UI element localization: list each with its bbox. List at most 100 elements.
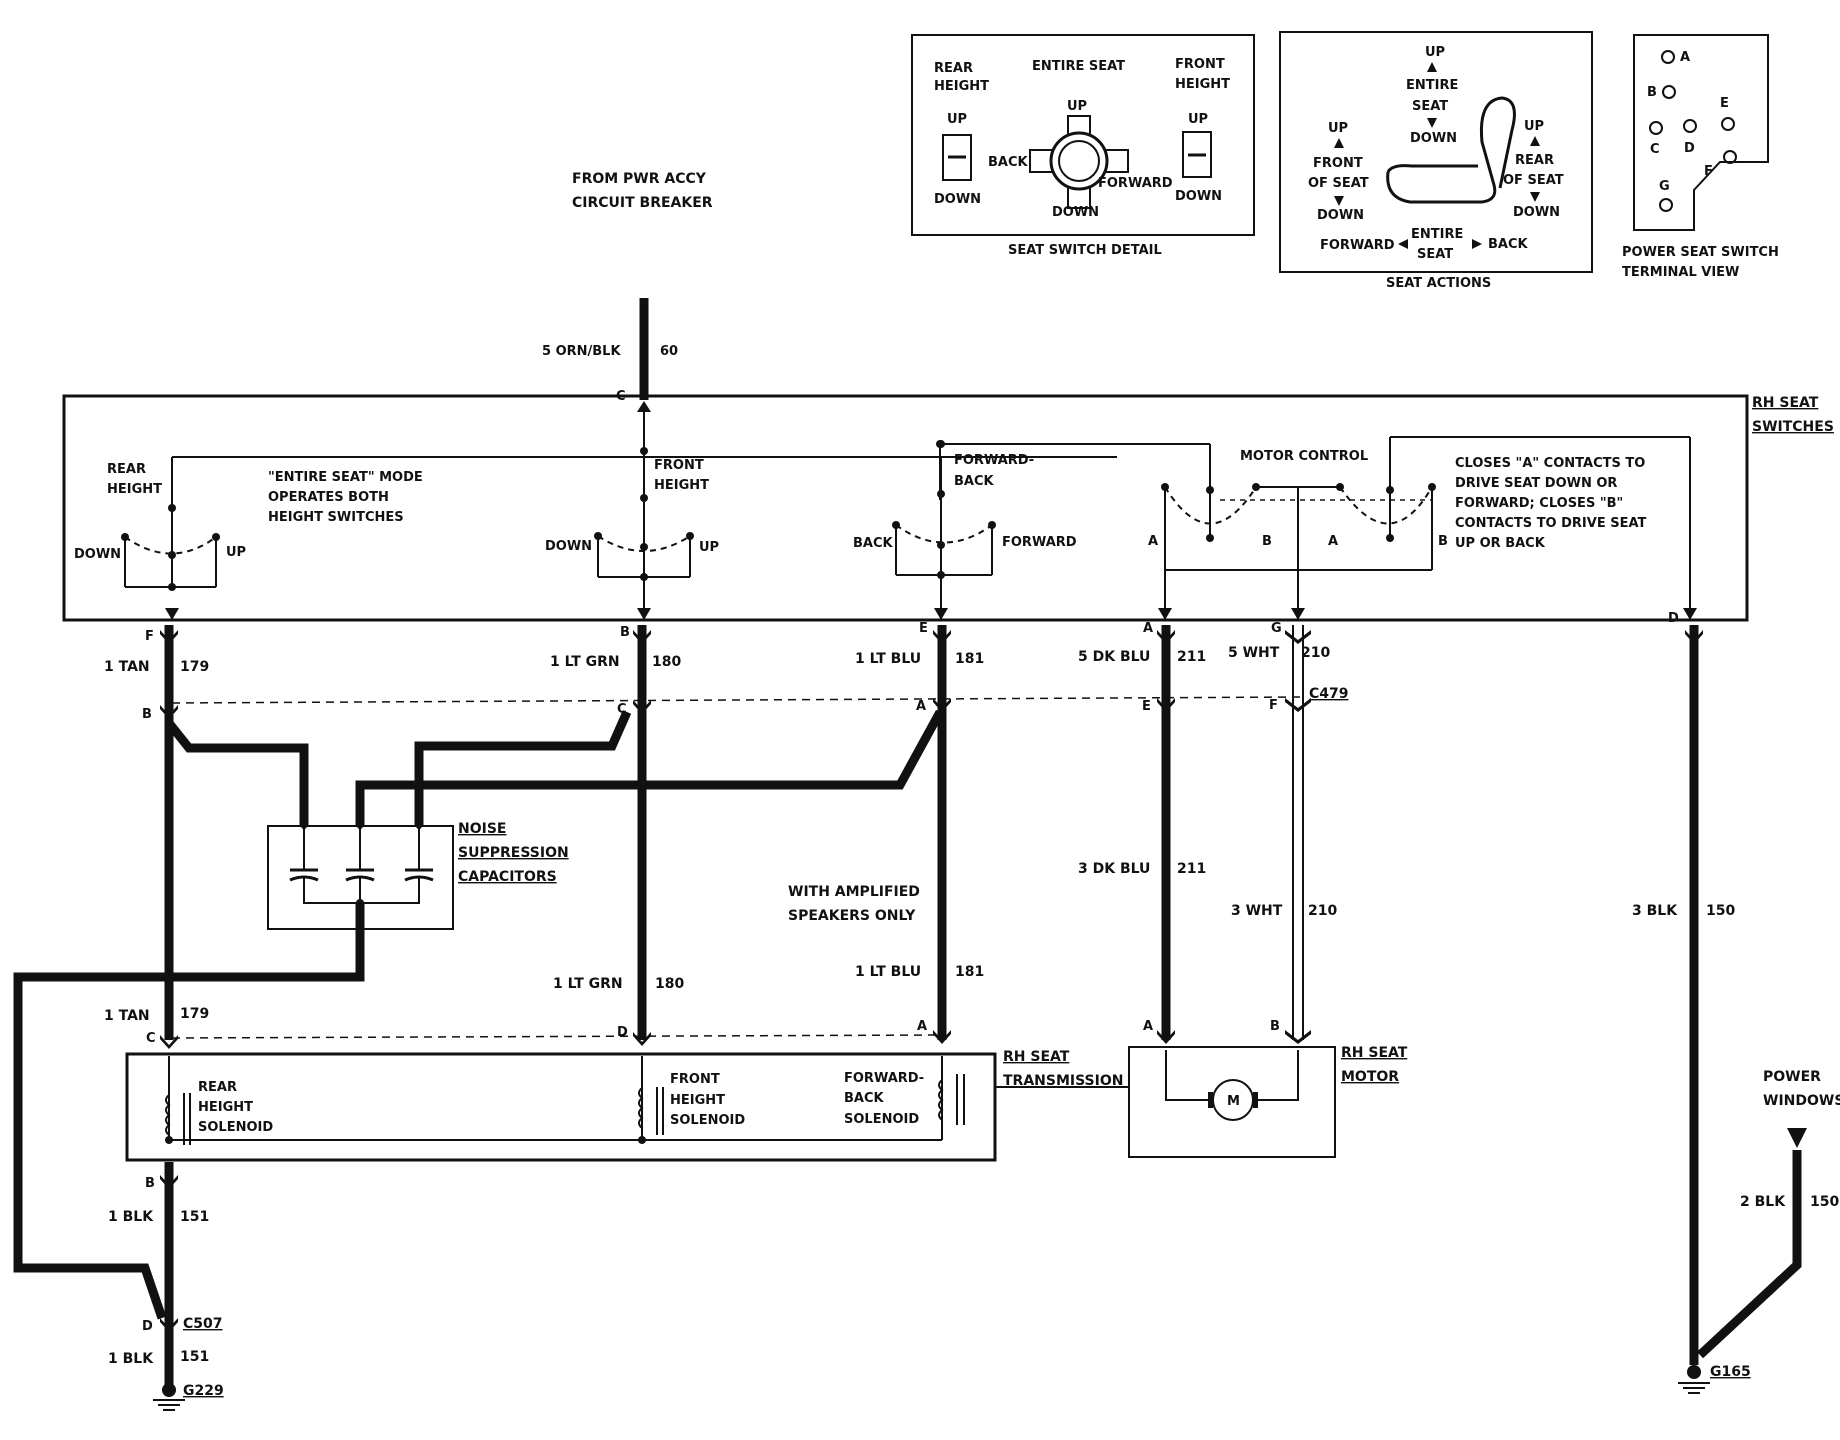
sa-of-seat-front: OF SEAT [1308, 176, 1369, 191]
rear-sw-down: DOWN [74, 547, 121, 562]
sd-rear2: HEIGHT [934, 79, 989, 94]
sd-front: FRONT [1175, 57, 1225, 72]
seat-switch-detail-inset: REAR HEIGHT ENTIRE SEAT FRONT HEIGHT UP … [911, 34, 1255, 258]
sd-front2: HEIGHT [1175, 77, 1230, 92]
sd-rear-switch [942, 134, 972, 181]
closes-2: DRIVE SEAT DOWN OR [1455, 476, 1617, 491]
sd-back: BACK [988, 155, 1029, 170]
rear-sw-label-1: REAR [107, 462, 146, 477]
sa-down-rear: DOWN [1513, 205, 1560, 220]
ground-g165: G165 [1678, 1364, 1751, 1394]
motor-letter: M [1227, 1094, 1240, 1109]
amp-note-1: WITH AMPLIFIED [788, 884, 920, 900]
motor-box [1128, 1046, 1336, 1158]
w179-pin-c: C [146, 1031, 156, 1046]
rh-seat-switches: RH SEAT SWITCHES REAR HEIGHT DOWN [62, 394, 1834, 622]
w151-pin-d: D [142, 1319, 153, 1334]
pin-b: B [1647, 85, 1657, 100]
motor-title-2: MOTOR [1341, 1069, 1399, 1085]
sa-forward: FORWARD [1320, 238, 1395, 253]
w179-size-top: 1 TAN [104, 659, 150, 675]
switch-detail-frame [911, 34, 1255, 236]
rear-height-switch: REAR HEIGHT DOWN UP [74, 457, 246, 591]
w151-size-bot: 1 BLK [108, 1351, 154, 1367]
front-sol-3: SOLENOID [670, 1113, 745, 1128]
cap-label-3: CAPACITORS [458, 869, 557, 885]
fb-sw-back: BACK [853, 536, 894, 551]
pin-e: E [1720, 96, 1729, 111]
fb-sw-label-1: FORWARD- [954, 453, 1034, 468]
sa-down: DOWN [1410, 131, 1457, 146]
fb-sol-3: SOLENOID [844, 1112, 919, 1127]
w150b-size: 2 BLK [1740, 1194, 1786, 1210]
w210-circuit-mid: 210 [1308, 903, 1337, 919]
seat-actions-inset: UP ENTIRE SEAT DOWN UP FRONT OF SEAT DOW… [1279, 31, 1593, 291]
w181-pin-a-bot: A [917, 1019, 927, 1034]
sa-down-front: DOWN [1317, 208, 1364, 223]
sd-caption: SEAT SWITCH DETAIL [1008, 243, 1162, 258]
source-label-1: FROM PWR ACCY [572, 171, 707, 187]
w179-size-bot: 1 TAN [104, 1008, 150, 1024]
w210-pin-f: F [1269, 698, 1278, 713]
w181-size-bot: 1 LT BLU [855, 964, 921, 980]
w180-circuit-top: 180 [652, 654, 681, 670]
tv-caption-2: TERMINAL VIEW [1622, 265, 1739, 280]
w211-pin-a-bot: A [1143, 1019, 1153, 1034]
mc-b-right: B [1438, 534, 1448, 549]
rh-seat-motor: RH SEAT MOTOR M [1128, 1045, 1408, 1158]
front-sol-2: HEIGHT [670, 1093, 725, 1108]
sd-forward: FORWARD [1098, 176, 1173, 191]
sd-up-right: UP [1188, 112, 1208, 127]
sa-seat-bottom: SEAT [1417, 247, 1453, 262]
w181-size-top: 1 LT BLU [855, 651, 921, 667]
switches-box [62, 394, 1749, 622]
sa-up: UP [1425, 45, 1445, 60]
rear-sol-3: SOLENOID [198, 1120, 273, 1135]
w210-size-mid: 3 WHT [1231, 903, 1283, 919]
closes-1: CLOSES "A" CONTACTS TO [1455, 456, 1645, 471]
w151-circuit-bot: 151 [180, 1349, 209, 1365]
rear-sol-1: REAR [198, 1080, 237, 1095]
seat-actions-frame [1279, 31, 1593, 273]
w179-pin-f: F [145, 629, 154, 644]
rear-solenoid-coil [165, 1094, 171, 1136]
source-label-2: CIRCUIT BREAKER [572, 195, 713, 211]
connector-dashed-upper [171, 696, 1301, 704]
rear-sol-2: HEIGHT [198, 1100, 253, 1115]
sa-rear: REAR [1515, 153, 1554, 168]
sd-down-left: DOWN [934, 192, 981, 207]
motor-control-title: MOTOR CONTROL [1240, 449, 1368, 464]
w150b-circuit: 150 [1810, 1194, 1839, 1210]
pin-d: D [1684, 141, 1695, 156]
w180-circuit-bot: 180 [655, 976, 684, 992]
rear-sw-label-2: HEIGHT [107, 482, 162, 497]
wire-211: A 5 DK BLU 211 E 3 DK BLU 211 A [1078, 621, 1206, 1040]
w210-pin-g: G [1271, 621, 1282, 636]
sd-entire: ENTIRE SEAT [1032, 59, 1125, 74]
power-source: FROM PWR ACCY CIRCUIT BREAKER 5 ORN/BLK … [542, 171, 713, 404]
sd-down-mid: DOWN [1052, 205, 1099, 220]
w181-circuit-top: 181 [955, 651, 984, 667]
sd-down-right: DOWN [1175, 189, 1222, 204]
w179-circuit-bot: 179 [180, 1006, 209, 1022]
g229-label: G229 [183, 1383, 224, 1399]
sa-up-rear: UP [1524, 119, 1544, 134]
sd-up-mid: UP [1067, 99, 1087, 114]
terminal-view-inset: A B C D E F G POWER SEAT SWITCH TERMINAL… [1622, 34, 1779, 280]
note-2: OPERATES BOTH [268, 490, 389, 505]
w150-size: 3 BLK [1632, 903, 1678, 919]
connector-dashed-lower [171, 1034, 942, 1039]
front-sol-1: FRONT [670, 1072, 720, 1087]
closes-5: UP OR BACK [1455, 536, 1546, 551]
sd-rear: REAR [934, 61, 973, 76]
fb-sol-2: BACK [844, 1091, 885, 1106]
w180-pin-c: C [617, 702, 627, 717]
wire-179: F 1 TAN 179 B 1 TAN 179 C [104, 625, 209, 1046]
seat-outline-icon [1386, 96, 1516, 204]
wire-60-size: 5 ORN/BLK [542, 344, 621, 359]
closes-3: FORWARD; CLOSES "B" [1455, 496, 1623, 511]
front-sw-up: UP [699, 540, 719, 555]
w181-circuit-bot: 181 [955, 964, 984, 980]
w211-circuit-mid: 211 [1177, 861, 1206, 877]
